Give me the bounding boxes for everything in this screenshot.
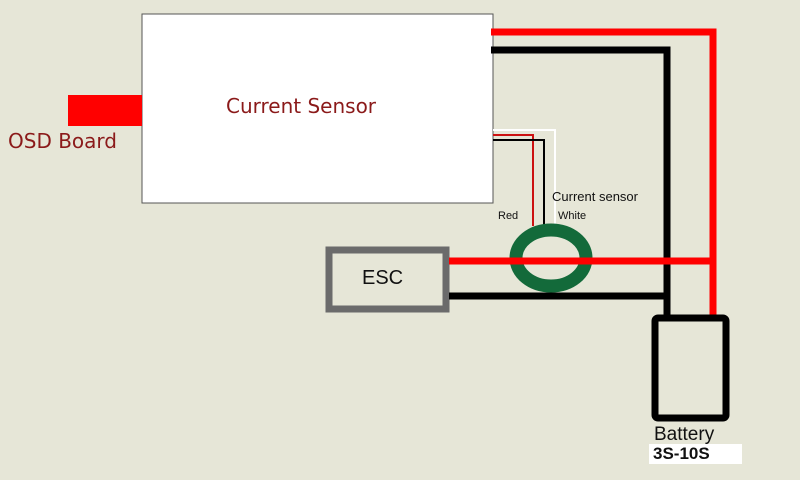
white-signal-wire	[493, 129, 556, 226]
battery-box	[651, 314, 730, 422]
current-sensor-module-label: Current Sensor	[226, 94, 377, 118]
sensor-battery-red-wire	[491, 28, 717, 315]
red-signal-wire	[493, 134, 534, 226]
sensor-battery-black-wire	[491, 46, 671, 316]
sensor-ring-label: Current sensor	[552, 189, 638, 204]
osd-connector	[68, 95, 142, 126]
current-sensor-module-box	[141, 13, 494, 204]
battery-label: Battery	[654, 424, 715, 445]
red-wire-label: Red	[498, 210, 519, 222]
battery-range-label: 3S-10S	[649, 444, 742, 464]
esc-label: ESC	[362, 267, 404, 289]
osd-board-label: OSD Board	[8, 129, 117, 153]
white-wire-label: White	[558, 210, 587, 222]
black-signal-wire	[493, 139, 545, 226]
esc-box	[325, 246, 450, 313]
